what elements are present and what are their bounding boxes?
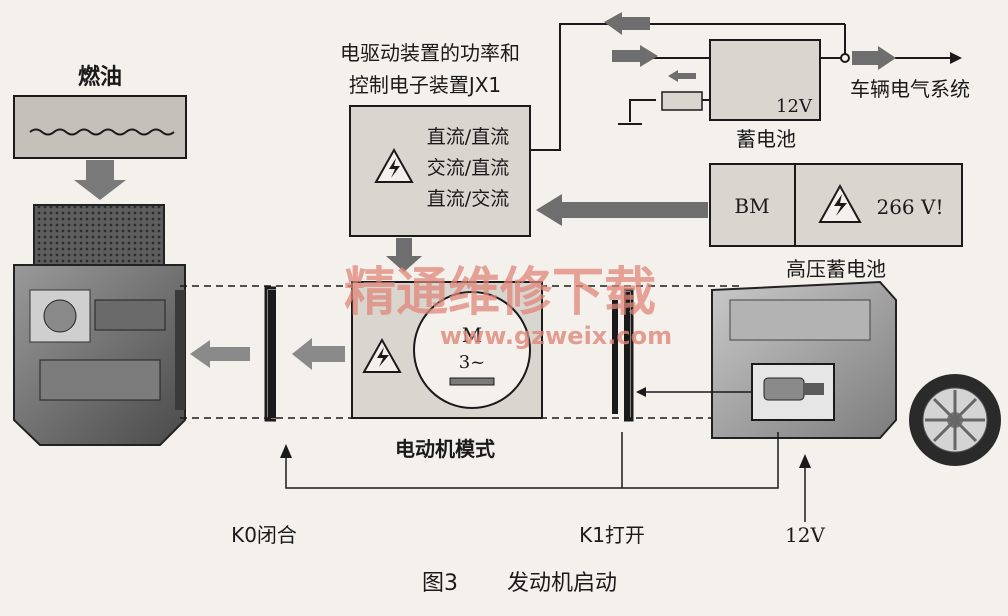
control-lines <box>285 432 806 522</box>
vehicle-system-label: 车辆电气系统 <box>850 77 970 101</box>
motor-phase: 3~ <box>459 352 486 373</box>
caption-title: 发动机启动 <box>507 571 617 596</box>
battery-12v-voltage: 12V <box>776 96 813 117</box>
k0-label: K0闭合 <box>231 523 297 547</box>
hv-battery-voltage: 266 V! <box>876 195 943 219</box>
dcdc-element <box>661 91 703 111</box>
wire-end-arrow <box>950 52 962 64</box>
motor-warning-icon <box>362 337 402 373</box>
watermark-cn: 精通维修下载 <box>344 263 656 323</box>
fuel-tank <box>13 95 187 159</box>
watermark-url: www.gzweix.com <box>440 322 672 350</box>
high-voltage-warning-icon <box>374 147 414 183</box>
k1-label: K1打开 <box>579 523 645 547</box>
jx1-title-line1: 电驱动装置的功率和 <box>340 41 520 65</box>
motor-drive-arrow <box>292 338 345 370</box>
starter-12v-label: 12V <box>785 523 825 547</box>
hv-to-jx1-arrow <box>536 194 708 226</box>
jx1-title-line2: 控制电子装置JX1 <box>349 73 501 97</box>
jx1-mode-dcac: 直流/交流 <box>427 188 509 210</box>
jx1-box <box>349 105 531 237</box>
fuel-surface <box>29 128 175 136</box>
jx1-mode-acdc: 交流/直流 <box>427 157 509 179</box>
engine-illustration <box>13 204 186 446</box>
jx1-mode-dcdc: 直流/直流 <box>427 126 509 148</box>
transmission-illustration <box>711 280 897 439</box>
jx1-to-motor-arrow <box>386 238 422 272</box>
hv-battery-label: 高压蓄电池 <box>786 257 886 281</box>
motor-stator <box>413 291 531 409</box>
wiring <box>530 23 950 151</box>
current-out-arrow <box>604 12 650 35</box>
vehicle-system-arrow <box>852 46 896 70</box>
clutch-k0 <box>264 286 276 422</box>
dcdc-arrow <box>668 70 696 82</box>
fuel-label: 燃油 <box>78 64 122 90</box>
battery-12v-label: 蓄电池 <box>736 127 796 151</box>
wheel-illustration <box>909 374 1001 466</box>
hv-battery-warning-icon <box>818 183 862 223</box>
junction-node <box>840 53 850 63</box>
battery-12v-box <box>709 39 821 121</box>
motor-symbol: M <box>462 323 482 347</box>
motor-shaft-bar <box>449 377 495 386</box>
starter-12v-arrow <box>799 454 811 468</box>
engine-drive-arrow <box>190 340 250 368</box>
motor-mode-label: 电动机模式 <box>395 437 495 461</box>
fuel-arrow <box>74 160 126 200</box>
clutch-k1 <box>612 288 634 422</box>
k0-signal-arrow <box>280 444 292 458</box>
caption-fig: 图3 <box>422 571 458 596</box>
starter-arrow <box>636 387 646 397</box>
current-in-arrow <box>612 45 658 67</box>
hv-battery-bm: BM <box>734 194 769 218</box>
